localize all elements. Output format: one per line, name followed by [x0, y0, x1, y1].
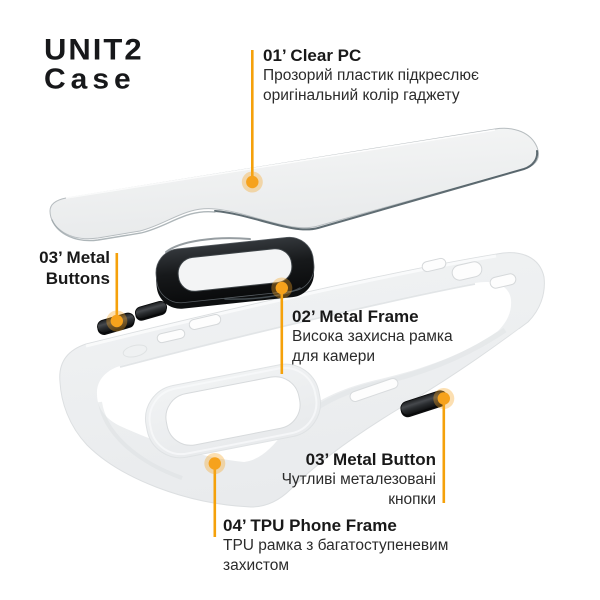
- callout-metal-button-title: 03’ Metal Button: [305, 450, 436, 469]
- callout-metal-buttons-title-2: Buttons: [45, 269, 110, 288]
- callout-dot-metal-buttons: [106, 310, 128, 332]
- clear-pc-plate: [49, 127, 540, 242]
- camera-rim: [145, 363, 321, 459]
- brand-logo-line2: Case: [44, 63, 136, 96]
- callout-dot-clear-pc: [241, 171, 263, 193]
- brand-logo: UNIT2 Case: [44, 34, 144, 95]
- brand-logo-line1: UNIT2: [44, 32, 144, 67]
- callout-tpu-frame-desc-2: захистом: [223, 556, 290, 574]
- callout-clear-pc-desc-2: оригінальний колір гаджету: [263, 86, 460, 104]
- callout-tpu-frame-title: 04’ TPU Phone Frame: [223, 516, 397, 535]
- tpu-phone-frame: [59, 252, 545, 508]
- callout-metal-buttons-title-1: 03’ Metal: [39, 248, 110, 267]
- callout-tpu-frame-desc-1: TPU рамка з багатоступеневим: [223, 537, 449, 554]
- callout-metal-frame-title: 02’ Metal Frame: [292, 307, 419, 326]
- side-button-slot: [349, 377, 399, 403]
- callout-metal-button: 03’ Metal Button Чутливі металезовані кн…: [250, 449, 436, 509]
- metal-camera-ring: [155, 236, 315, 309]
- callout-metal-frame-desc-2: для камери: [292, 347, 376, 365]
- callout-clear-pc-title: 01’ Clear PC: [263, 46, 362, 65]
- volume-slot-cutouts: [122, 314, 222, 358]
- callout-metal-buttons: 03’ Metal Buttons: [20, 247, 110, 289]
- callout-leaders: [106, 50, 455, 537]
- callout-dot-metal-button: [433, 388, 455, 409]
- callout-metal-frame: 02’ Metal Frame Висока захисна рамка для…: [292, 306, 453, 366]
- callout-metal-button-desc-2: кнопки: [388, 490, 436, 508]
- callout-dot-tpu-frame: [204, 453, 226, 474]
- callout-metal-button-desc-1: Чутливі металезовані: [281, 471, 436, 488]
- callout-dot-metal-frame: [271, 277, 293, 299]
- callout-clear-pc-desc-1: Прозорий пластик підкреслює: [263, 67, 479, 84]
- callout-clear-pc: 01’ Clear PC Прозорий пластик підкреслює…: [263, 45, 479, 105]
- callout-tpu-frame: 04’ TPU Phone Frame TPU рамка з багатост…: [223, 515, 448, 575]
- top-edge-cutouts: [421, 257, 517, 289]
- callout-metal-frame-desc-1: Висока захисна рамка: [292, 328, 453, 345]
